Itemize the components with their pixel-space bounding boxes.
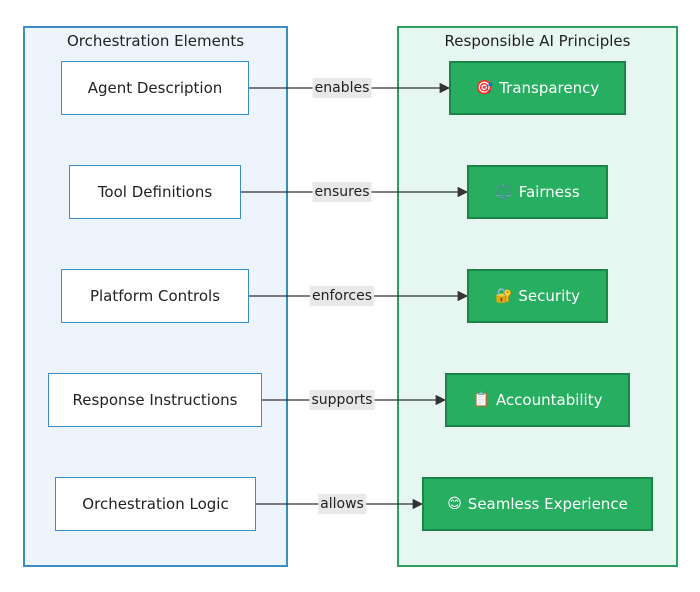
edge-label-allows: allows: [318, 494, 366, 514]
node-label: Platform Controls: [89, 287, 221, 305]
node-label: Tool Definitions: [97, 183, 213, 201]
node-fairness: ⚖️ Fairness: [467, 165, 608, 219]
node-seamless-experience: 😊 Seamless Experience: [422, 477, 653, 531]
node-label: Fairness: [518, 183, 580, 201]
node-label: Response Instructions: [72, 391, 238, 409]
scales-icon: ⚖️: [495, 184, 513, 200]
node-accountability: 📋 Accountability: [445, 373, 630, 427]
edge-label-enforces: enforces: [309, 286, 375, 306]
node-tool-definitions: Tool Definitions: [69, 165, 241, 219]
node-label: Orchestration Logic: [82, 495, 229, 513]
group-title-orchestration-elements: Orchestration Elements: [66, 32, 245, 50]
edge-label-supports: supports: [309, 390, 375, 410]
node-transparency: 🎯 Transparency: [449, 61, 626, 115]
node-response-instructions: Response Instructions: [48, 373, 262, 427]
node-orchestration-logic: Orchestration Logic: [55, 477, 256, 531]
node-platform-controls: Platform Controls: [61, 269, 249, 323]
smile-icon: 😊: [447, 496, 462, 512]
node-label: Accountability: [495, 391, 603, 409]
node-label: Seamless Experience: [467, 495, 628, 513]
node-agent-description: Agent Description: [61, 61, 249, 115]
group-title-responsible-ai-principles: Responsible AI Principles: [444, 32, 631, 50]
lock-key-icon: 🔐: [494, 288, 513, 304]
node-label: Security: [518, 287, 581, 305]
node-label: Agent Description: [87, 79, 223, 97]
edge-label-ensures: ensures: [312, 182, 372, 202]
clipboard-icon: 📋: [472, 392, 490, 408]
node-security: 🔐 Security: [467, 269, 608, 323]
edge-label-enables: enables: [312, 78, 372, 98]
node-label: Transparency: [499, 79, 600, 97]
target-icon: 🎯: [475, 80, 494, 96]
